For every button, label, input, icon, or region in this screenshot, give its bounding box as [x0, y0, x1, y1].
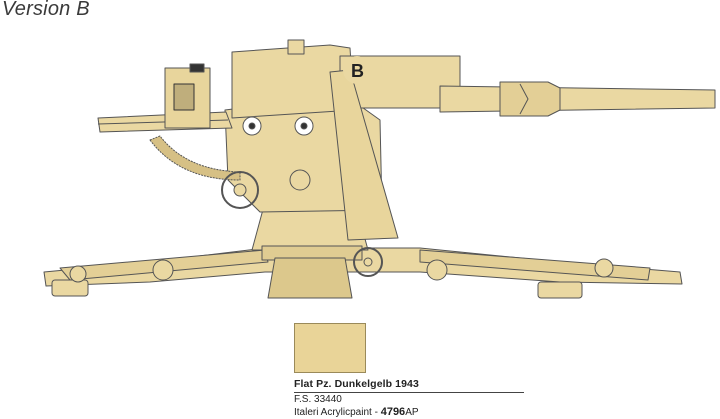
foot-right	[537, 281, 583, 299]
color-swatch	[294, 323, 366, 373]
barrel	[439, 85, 716, 113]
elevating-gear	[149, 135, 241, 181]
paint-brand-line: Italeri Acrylicpaint - 4796AP	[294, 406, 524, 419]
version-title: Version B	[2, 0, 90, 20]
elevation-handwheel	[221, 171, 259, 209]
foot-jack-far-right	[594, 258, 614, 278]
paint-legend: Flat Pz. Dunkelgelb 1943 F.S. 33440 Ital…	[294, 378, 524, 419]
outrigger-right	[419, 249, 651, 281]
paint-code: 4796	[380, 406, 406, 418]
marking-badge	[343, 56, 371, 84]
muzzle-brake	[499, 81, 561, 117]
marking-letter: B	[351, 61, 364, 81]
foot-jack-far-left	[69, 265, 87, 283]
paint-fs-code: F.S. 33440	[294, 394, 342, 405]
pedestal-base	[267, 257, 353, 299]
traverse-handwheel	[353, 247, 383, 277]
foot-left	[51, 279, 89, 297]
foot-jack-right	[426, 259, 448, 281]
foot-jack-left	[152, 259, 174, 281]
sight-window	[173, 83, 195, 111]
paint-brand: Italeri Acrylicpaint -	[294, 407, 381, 418]
flak-gun-illustration: B	[43, 39, 716, 299]
paint-code-suffix: AP	[405, 407, 419, 418]
traverse-dial	[289, 169, 311, 191]
paint-name: Flat Pz. Dunkelgelb 1943	[294, 378, 524, 393]
top-bracket	[287, 39, 305, 55]
